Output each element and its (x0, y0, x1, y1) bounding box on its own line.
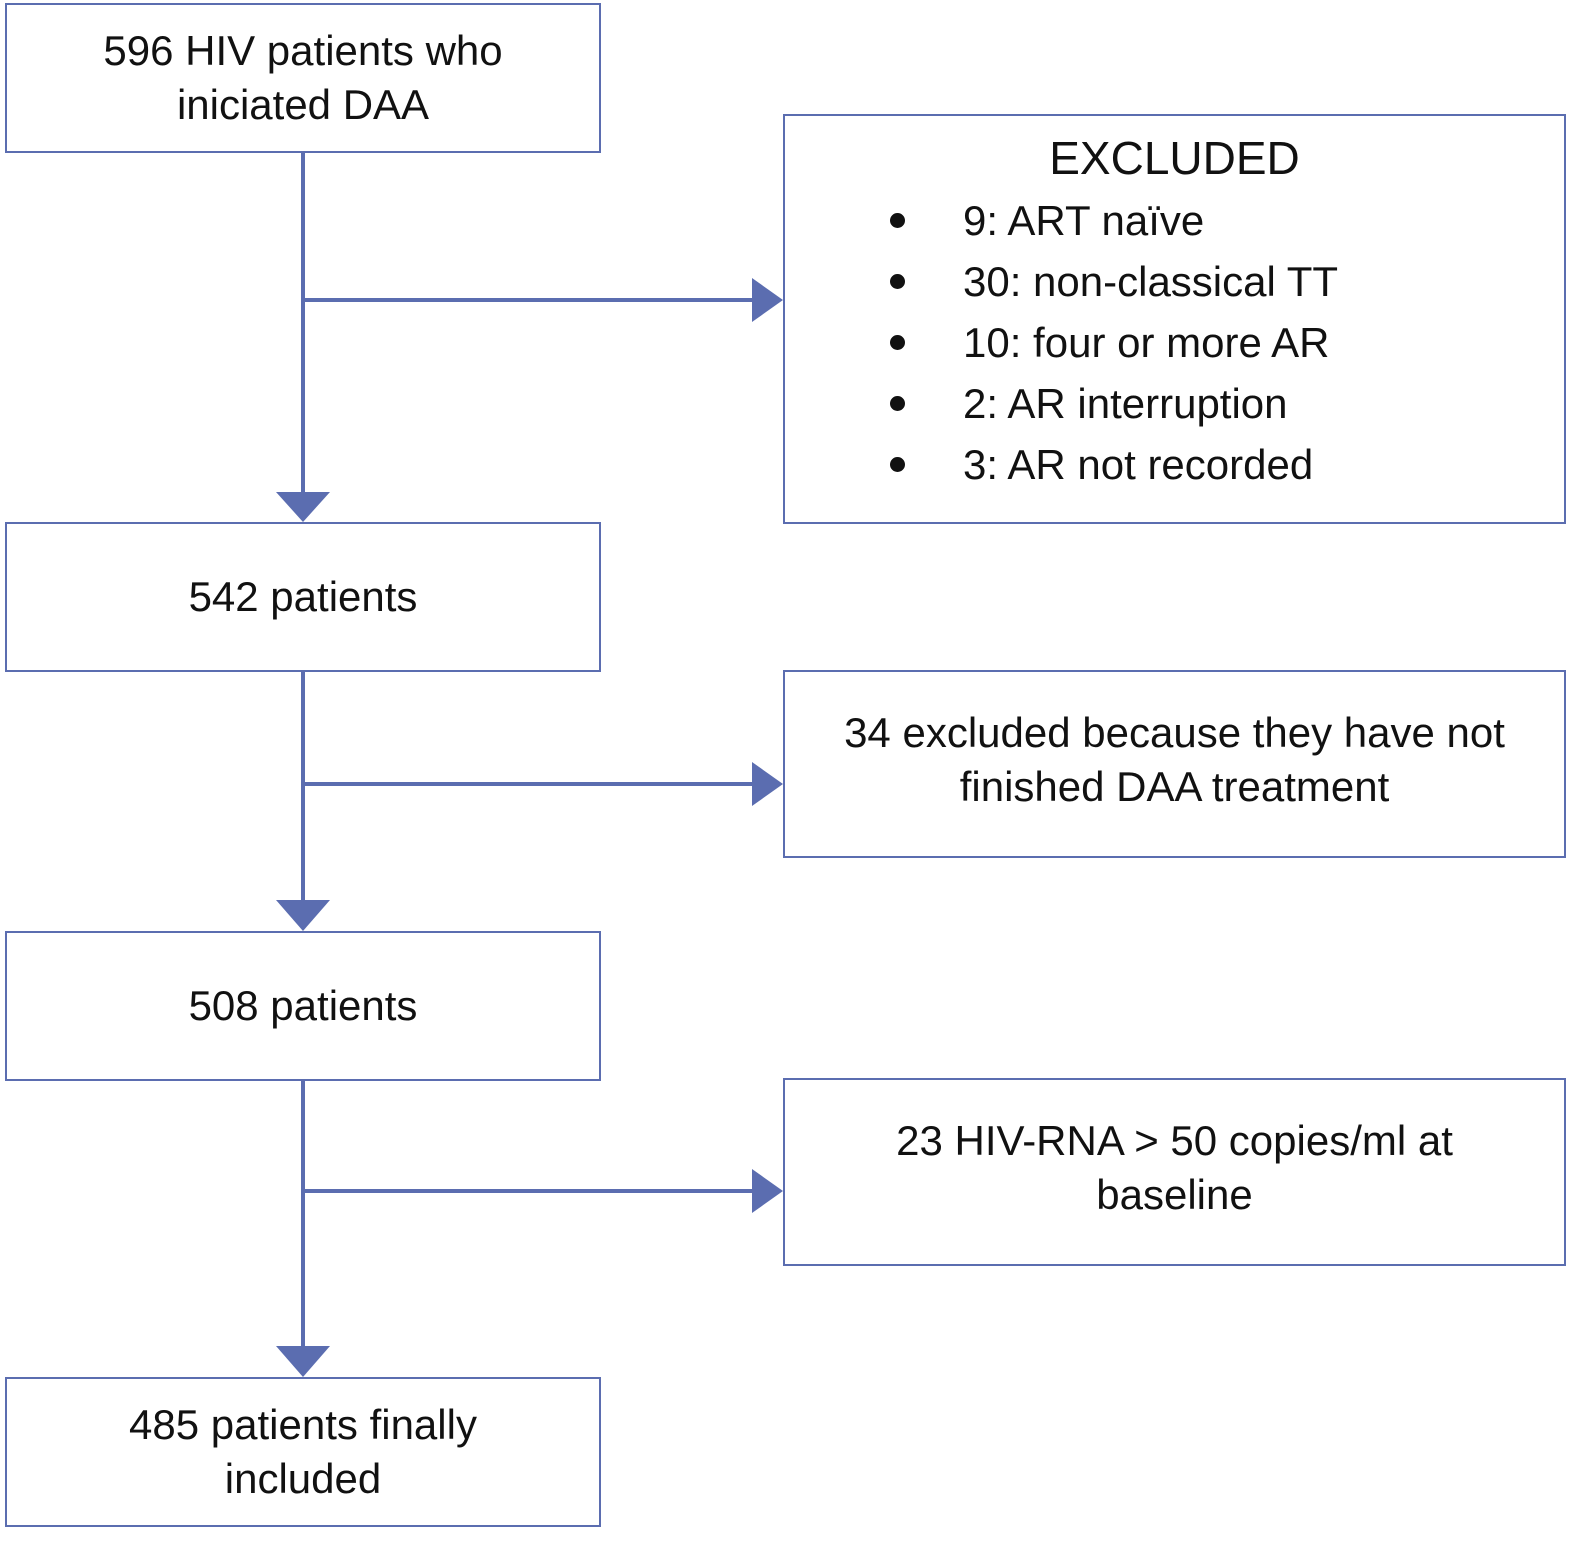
box-excluded-reasons: EXCLUDED 9: ART naïve 30: non-classical … (783, 114, 1566, 524)
bullet-icon (890, 274, 905, 289)
excluded-reason-text: 30: non-classical TT (963, 258, 1339, 305)
excluded-reason-item: 3: AR not recorded (785, 434, 1564, 495)
box-final-included: 485 patients finally included (5, 1377, 601, 1527)
excluded-reason-item: 2: AR interruption (785, 373, 1564, 434)
bullet-icon (890, 396, 905, 411)
excluded-title: EXCLUDED (1049, 132, 1300, 184)
box-excluded-unfinished-daa: 34 excluded because they have not finish… (783, 670, 1566, 858)
box-508-patients: 508 patients (5, 931, 601, 1081)
box-542-patients: 542 patients (5, 522, 601, 672)
box-508-patients-label: 508 patients (188, 982, 418, 1029)
bullet-icon (890, 335, 905, 350)
bullet-icon (890, 457, 905, 472)
excluded-reason-text: 10: four or more AR (963, 319, 1330, 366)
box-542-patients-label: 542 patients (188, 573, 418, 620)
excluded-reason-list: 9: ART naïve 30: non-classical TT 10: fo… (785, 190, 1564, 495)
box-initiated-daa: 596 HIV patients who iniciated DAA (5, 3, 601, 153)
box-excluded-unfinished-line-2: finished DAA treatment (959, 763, 1390, 810)
excluded-reason-item: 9: ART naïve (785, 190, 1564, 251)
arrowhead-right-2 (752, 762, 783, 806)
box-final-included-line-2: included (224, 1455, 382, 1502)
arrowhead-right-3 (752, 1169, 783, 1213)
excluded-reason-text: 3: AR not recorded (963, 441, 1314, 488)
arrowhead-down-3 (276, 1346, 330, 1377)
bullet-icon (890, 213, 905, 228)
box-excluded-unfinished-line-1: 34 excluded because they have not (844, 709, 1505, 756)
excluded-reason-item: 30: non-classical TT (785, 251, 1564, 312)
excluded-reason-item: 10: four or more AR (785, 312, 1564, 373)
box-excluded-viremia-line-2: baseline (1096, 1171, 1253, 1218)
excluded-reason-text: 2: AR interruption (963, 380, 1288, 427)
box-initiated-daa-line-1: 596 HIV patients who (103, 27, 503, 74)
box-initiated-daa-line-2: iniciated DAA (176, 81, 430, 128)
arrowhead-down-2 (276, 900, 330, 931)
box-final-included-line-1: 485 patients finally (129, 1401, 477, 1448)
box-excluded-baseline-viremia: 23 HIV-RNA > 50 copies/ml at baseline (783, 1078, 1566, 1266)
arrowhead-down-1 (276, 492, 330, 522)
box-excluded-viremia-line-1: 23 HIV-RNA > 50 copies/ml at (896, 1117, 1453, 1164)
excluded-reason-text: 9: ART naïve (963, 197, 1205, 244)
arrowhead-right-1 (752, 278, 783, 322)
